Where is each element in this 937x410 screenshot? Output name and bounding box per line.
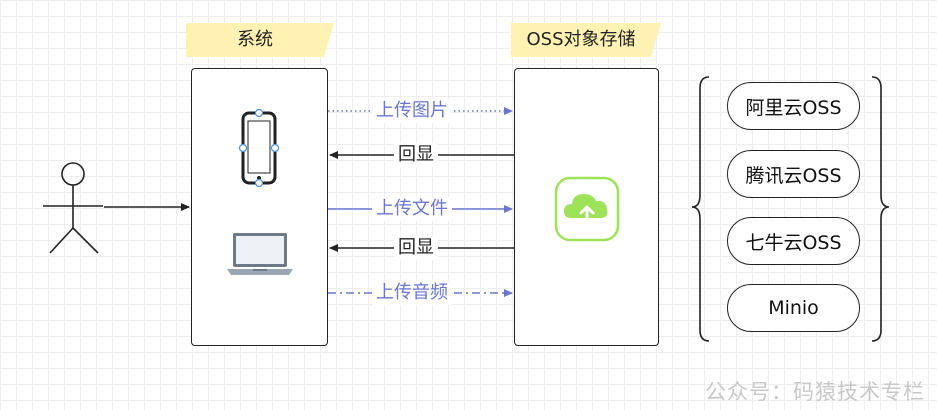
actor-icon (43, 162, 103, 254)
echo-label-2: 回显 (394, 236, 438, 260)
laptop-icon (227, 233, 293, 275)
upload-audio-label: 上传音频 (372, 281, 452, 305)
provider-aliyun: 阿里云OSS (727, 82, 860, 130)
upload-file-label: 上传文件 (372, 197, 452, 221)
watermark-text: 公众号：码猿技术专栏 (705, 380, 925, 404)
system-box (191, 68, 328, 346)
oss-title-tag: OSS对象存储 (511, 23, 661, 57)
provider-minio-label: Minio (768, 297, 819, 319)
upload-image-label: 上传图片 (372, 99, 452, 123)
provider-aliyun-label: 阿里云OSS (745, 96, 842, 119)
cloud-upload-icon (554, 176, 620, 242)
provider-qiniu: 七牛云OSS (727, 217, 860, 265)
phone-icon (238, 109, 280, 188)
provider-minio: Minio (727, 284, 860, 332)
echo-label-1: 回显 (394, 143, 438, 167)
provider-qiniu-label: 七牛云OSS (745, 231, 842, 254)
system-title-tag: 系统 (186, 23, 334, 57)
left-brace-icon (691, 76, 710, 342)
provider-tencent-label: 腾讯云OSS (745, 164, 842, 187)
right-brace-icon (871, 76, 890, 342)
provider-tencent: 腾讯云OSS (727, 150, 860, 198)
oss-title: OSS对象存储 (526, 29, 636, 50)
oss-box (514, 68, 659, 346)
system-title: 系统 (237, 29, 273, 50)
